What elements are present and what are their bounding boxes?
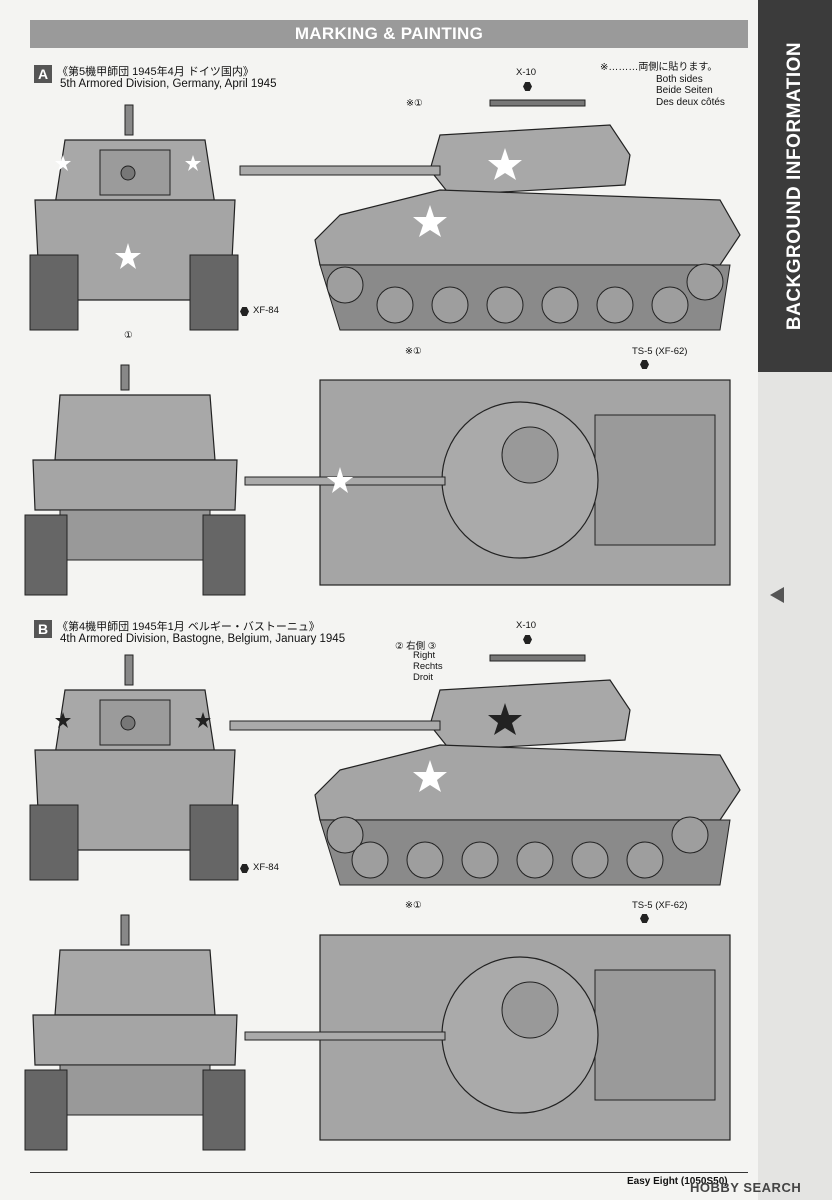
section-a-mark-front: ① — [124, 330, 133, 341]
section-b-front-view — [29, 654, 239, 881]
section-a-top-view — [244, 379, 731, 586]
legend-fr: Des deux côtés — [656, 96, 725, 108]
page-title: MARKING & PAINTING — [30, 20, 748, 48]
section-b-track-code: XF-84 — [253, 862, 279, 873]
section-a-title-jp: 《第5機甲師団 1945年4月 ドイツ国内》 — [57, 66, 254, 78]
section-a-side-view — [239, 99, 741, 331]
paint-hex-icon — [523, 82, 532, 91]
side-strip — [758, 372, 832, 1200]
section-a-letter: A — [34, 65, 52, 83]
side-tab-label: BACKGROUND INFORMATION — [784, 41, 805, 331]
section-b-mark-hull: ※① — [405, 900, 422, 911]
section-a-front-view — [29, 104, 239, 331]
section-b-title-en: 4th Armored Division, Bastogne, Belgium,… — [60, 633, 346, 645]
section-a-title-en: 5th Armored Division, Germany, April 194… — [60, 78, 277, 90]
section-b-top-code: TS-5 (XF-62) — [632, 900, 688, 911]
side-tab: BACKGROUND INFORMATION — [758, 0, 832, 372]
section-b-letter: B — [34, 620, 52, 638]
section-a-rear-view — [24, 364, 246, 596]
legend-de: Beide Seiten — [656, 85, 713, 96]
paint-hex-icon — [523, 635, 532, 644]
section-b-rear-view — [24, 914, 246, 1151]
paint-hex-icon — [640, 914, 649, 923]
section-a-mg-code: X-10 — [516, 67, 537, 78]
page-arrow-icon — [770, 587, 784, 603]
section-a-mark-turret: ※① — [406, 98, 423, 109]
paint-hex-icon — [640, 360, 649, 369]
section-b-right-fr: Droit — [413, 672, 434, 683]
section-b-right-labels: Right Rechts Droit — [413, 650, 443, 683]
legend-en: Both sides — [656, 73, 703, 85]
watermark: HOBBY SEARCH — [690, 1180, 802, 1195]
paint-hex-icon — [240, 307, 249, 316]
section-b-mg-code: X-10 — [516, 620, 537, 631]
section-a-mark-hull: ※① — [405, 346, 422, 357]
section-b-top-view — [244, 934, 731, 1141]
footer-text: Easy Eight (1050S50) — [627, 1176, 728, 1187]
legend-note: ※………両側に貼ります。 Both sides Beide Seiten Des… — [600, 62, 725, 108]
paint-hex-icon — [240, 864, 249, 873]
section-b-side-view — [229, 654, 741, 886]
section-b-right-de: Rechts — [413, 661, 443, 672]
section-a-track-code: XF-84 — [253, 305, 279, 316]
section-b-mark-turret-nums: ② 右側 ③ — [395, 641, 437, 652]
section-b-title-jp: 《第4機甲師団 1945年1月 ベルギー・バストーニュ》 — [57, 621, 320, 633]
legend-jp: ※………両側に貼ります。 — [600, 62, 718, 73]
section-a-top-code: TS-5 (XF-62) — [632, 346, 688, 357]
footer-divider — [30, 1172, 748, 1173]
section-b-right-en: Right — [413, 650, 436, 661]
